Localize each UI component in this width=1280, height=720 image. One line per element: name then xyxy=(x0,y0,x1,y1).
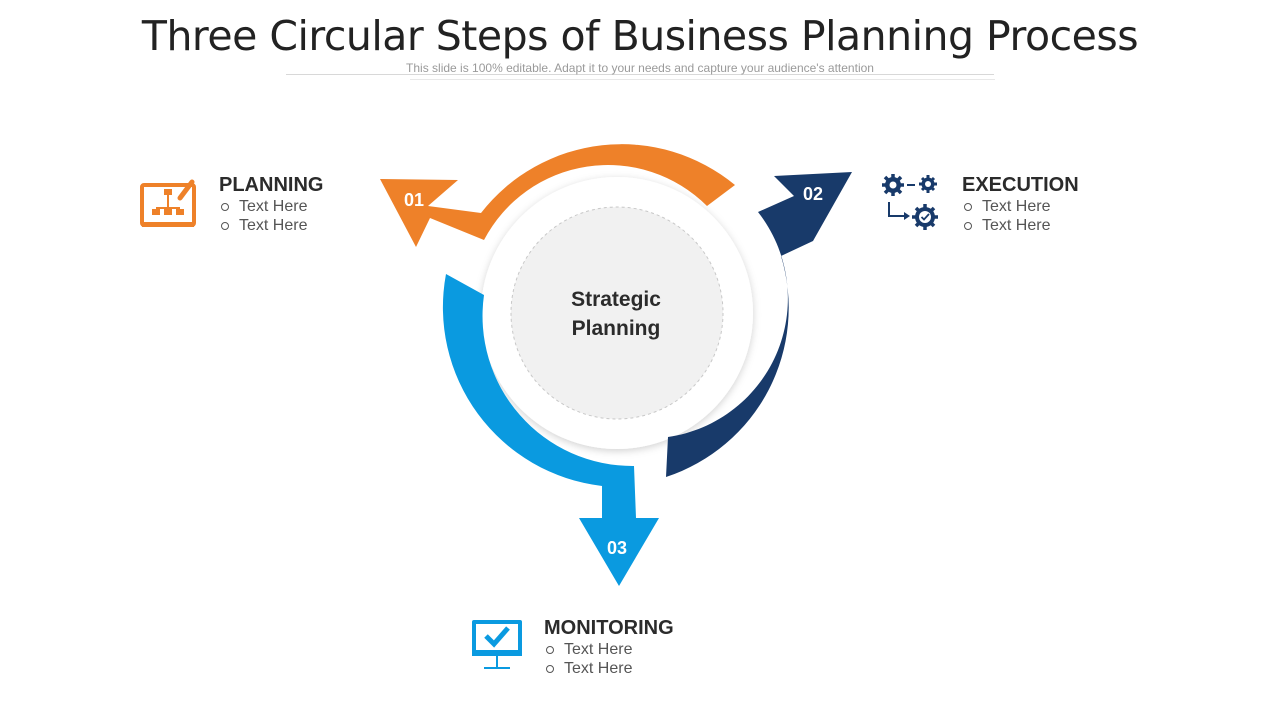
page-title: Three Circular Steps of Business Plannin… xyxy=(141,12,1139,60)
list-item: Text Here xyxy=(219,216,323,235)
bullet-icon xyxy=(964,221,972,230)
step-planning: PLANNING Text Here Text Here xyxy=(219,173,323,235)
center-label-line2: Planning xyxy=(571,317,661,340)
step-monitoring: MONITORING Text Here Text Here xyxy=(544,616,674,678)
step-execution: EXECUTION Text Here Text Here xyxy=(962,173,1079,235)
list-item: Text Here xyxy=(544,659,674,678)
bullet-icon xyxy=(546,645,554,654)
monitoring-arrow xyxy=(442,274,659,586)
bullet-icon xyxy=(221,221,229,230)
step-heading: PLANNING xyxy=(219,174,324,196)
bullet-icon xyxy=(221,202,229,211)
step-heading: MONITORING xyxy=(544,617,674,639)
center-disc xyxy=(510,206,724,420)
step-number-01: 01 xyxy=(404,190,425,210)
bullet-icon xyxy=(546,664,554,673)
title-divider-secondary xyxy=(410,79,995,80)
step-number-02: 02 xyxy=(803,184,824,204)
gears-process-icon xyxy=(882,174,938,230)
title-divider xyxy=(286,74,994,75)
execution-arrow xyxy=(666,172,852,477)
step-number-03: 03 xyxy=(607,538,628,558)
list-item: Text Here xyxy=(962,197,1079,216)
list-item: Text Here xyxy=(219,197,323,216)
step-heading: EXECUTION xyxy=(962,174,1079,196)
planning-arrow xyxy=(380,144,735,247)
monitor-check-icon xyxy=(472,620,522,669)
list-item: Text Here xyxy=(544,640,674,659)
flowchart-board-icon xyxy=(140,179,196,227)
center-label: Strategic Planning xyxy=(516,285,716,343)
list-item: Text Here xyxy=(962,216,1079,235)
center-label-line1: Strategic xyxy=(571,288,661,311)
page-subtitle: This slide is 100% editable. Adapt it to… xyxy=(406,61,874,75)
bullet-icon xyxy=(964,202,972,211)
